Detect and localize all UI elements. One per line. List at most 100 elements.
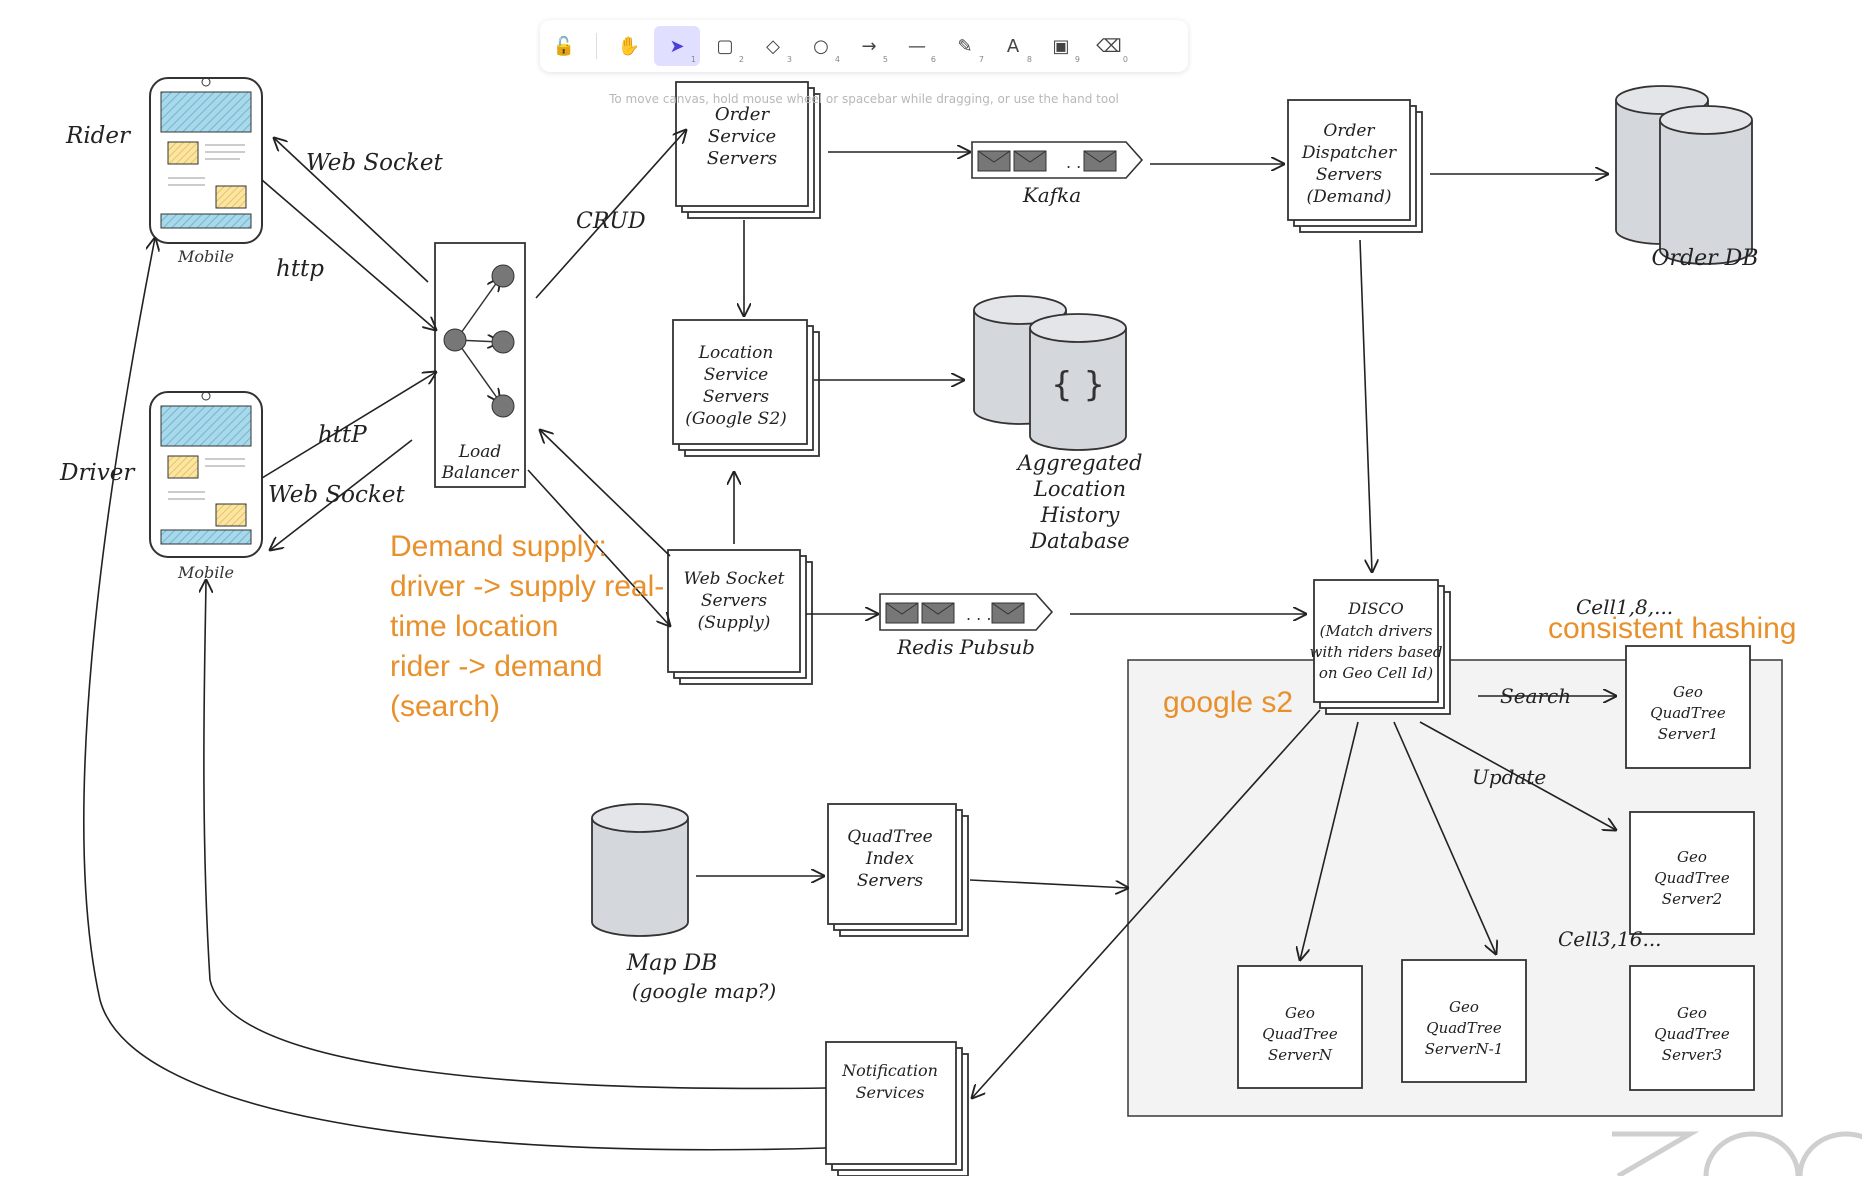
tool-shortcut-number: 7 (978, 55, 984, 64)
web-socket-label-rider: Web Socket (306, 150, 443, 176)
kafka-queue: . . . (971, 141, 1144, 179)
diamond-icon: ◇ (766, 35, 780, 57)
order-dispatcher-label-4: (Demand) (1306, 187, 1391, 207)
map-db-label-1: Map DB (626, 951, 718, 976)
arrow-lb-to-driver-websocket (270, 439, 413, 550)
geo3-label-2: QuadTree (1654, 1025, 1730, 1043)
location-service-label-4: (Google S2) (685, 409, 787, 429)
geo3-label-3: Server3 (1662, 1046, 1722, 1064)
select-icon: ➤ (669, 35, 685, 57)
svg-text:. . .: . . . (966, 605, 991, 624)
quadtree-index-label-1: QuadTree (847, 827, 933, 847)
quadtree-index-label-3: Servers (857, 871, 924, 891)
diamond-tool[interactable]: ◇3 (750, 26, 796, 66)
ellipse-tool[interactable]: ○4 (798, 26, 844, 66)
image-icon: ▣ (1052, 35, 1070, 57)
geon-label-1: Geo (1285, 1004, 1315, 1022)
order-dispatcher-label-1: Order (1323, 121, 1375, 141)
eraser-icon: ⌫ (1096, 35, 1122, 57)
aggregated-db-cylinders (973, 295, 1127, 451)
canvas-hint-text: To move canvas, hold mouse wheel or spac… (609, 92, 1119, 106)
tool-shortcut-number: 2 (738, 55, 744, 64)
order-dispatcher-label-3: Servers (1316, 165, 1383, 185)
arrow-lb-to-order-service (535, 130, 686, 299)
pencil-tool[interactable]: ✎7 (942, 26, 988, 66)
notification-services (825, 1041, 969, 1177)
connectors (82, 130, 1616, 1151)
arrow-lb-to-websocket (527, 469, 670, 626)
geo2-label-3: Server2 (1662, 890, 1722, 908)
driver-label: Driver (59, 460, 136, 486)
tool-shortcut-number: 1 (690, 55, 696, 64)
aggregated-db-label-2: Location (1033, 477, 1126, 501)
notification-label-2: Services (856, 1083, 925, 1102)
annotation-demand-3: time location (390, 610, 558, 643)
ellipse-icon: ○ (813, 35, 829, 57)
geo-quadtree-servern (1237, 965, 1363, 1089)
order-service-servers (675, 81, 821, 219)
select-tool[interactable]: ➤1 (654, 26, 700, 66)
update-label: Update (1472, 765, 1546, 789)
arrow-disco-to-servern (1300, 721, 1359, 960)
line-tool[interactable]: —6 (894, 26, 940, 66)
geon1-label-1: Geo (1449, 998, 1479, 1016)
disco-servers (1313, 579, 1451, 715)
arrow-disco-to-servern-1 (1393, 721, 1496, 954)
cell-3-label: Cell3,16... (1558, 927, 1662, 951)
redis-label: Redis Pubsub (896, 635, 1035, 659)
geo1-label-3: Server1 (1658, 725, 1718, 743)
tool-shortcut-number: 5 (882, 55, 888, 64)
lock-icon: 🔓 (552, 35, 576, 57)
geo2-label-2: QuadTree (1654, 869, 1730, 887)
arrow-notification-to-driver (204, 580, 827, 1090)
web-socket-servers-label-1: Web Socket (683, 569, 784, 589)
arrow-notification-to-rider (82, 238, 827, 1151)
order-dispatcher-label-2: Dispatcher (1301, 143, 1397, 163)
map-db-label-2: (google map?) (632, 979, 776, 1003)
geo-quadtree-servern-1 (1401, 959, 1527, 1083)
order-service-label-1: Order (715, 104, 771, 125)
pencil-icon: ✎ (957, 35, 973, 57)
geo1-label-2: QuadTree (1650, 704, 1726, 722)
arrow-rider-to-lb-http (261, 179, 436, 330)
watermark-logo (1612, 1131, 1862, 1180)
disco-label-4: on Geo Cell Id) (1319, 664, 1433, 682)
order-db-cylinders (1615, 85, 1753, 265)
arrow-tool[interactable]: →5 (846, 26, 892, 66)
kafka-label: Kafka (1022, 183, 1081, 207)
geon-label-3: ServerN (1268, 1046, 1333, 1064)
rectangle-tool[interactable]: ▢2 (702, 26, 748, 66)
annotation-demand-2: driver -> supply real- (390, 570, 664, 603)
arrow-lb-to-rider-websocket (274, 138, 429, 283)
geon1-label-2: QuadTree (1426, 1019, 1502, 1037)
hand-tool[interactable]: ✋ (606, 26, 652, 66)
geo1-label-1: Geo (1673, 683, 1703, 701)
disco-label-1: DISCO (1347, 599, 1403, 618)
location-service-label-1: Location (698, 343, 774, 363)
eraser-tool[interactable]: ⌫0 (1086, 26, 1132, 66)
arrow-icon: → (861, 35, 877, 57)
location-service-label-2: Service (704, 365, 768, 385)
annotation-hashing: consistent hashing (1548, 612, 1797, 645)
geo-quadtree-server2 (1629, 811, 1755, 935)
notification-label-1: Notification (841, 1061, 938, 1080)
annotation-demand-5: (search) (390, 690, 500, 723)
http-label-driver: httP (318, 422, 367, 448)
geo-quadtree-server3 (1629, 965, 1755, 1091)
rectangle-icon: ▢ (716, 35, 734, 57)
load-balancer-label-2: Balancer (441, 463, 520, 483)
search-label: Search (1500, 684, 1571, 708)
arrow-disco-update (1419, 721, 1616, 830)
lock-tool[interactable]: 🔓 (541, 26, 587, 66)
order-service-label-2: Service (708, 126, 776, 147)
aggregated-db-label-3: History (1040, 503, 1121, 527)
tool-shortcut-number: 6 (930, 55, 936, 64)
image-tool[interactable]: ▣9 (1038, 26, 1084, 66)
arrow-driver-to-lb-http (261, 372, 436, 479)
driver-mobile-label: Mobile (177, 563, 234, 582)
arrow-quadtree-to-geo-region (969, 879, 1128, 888)
